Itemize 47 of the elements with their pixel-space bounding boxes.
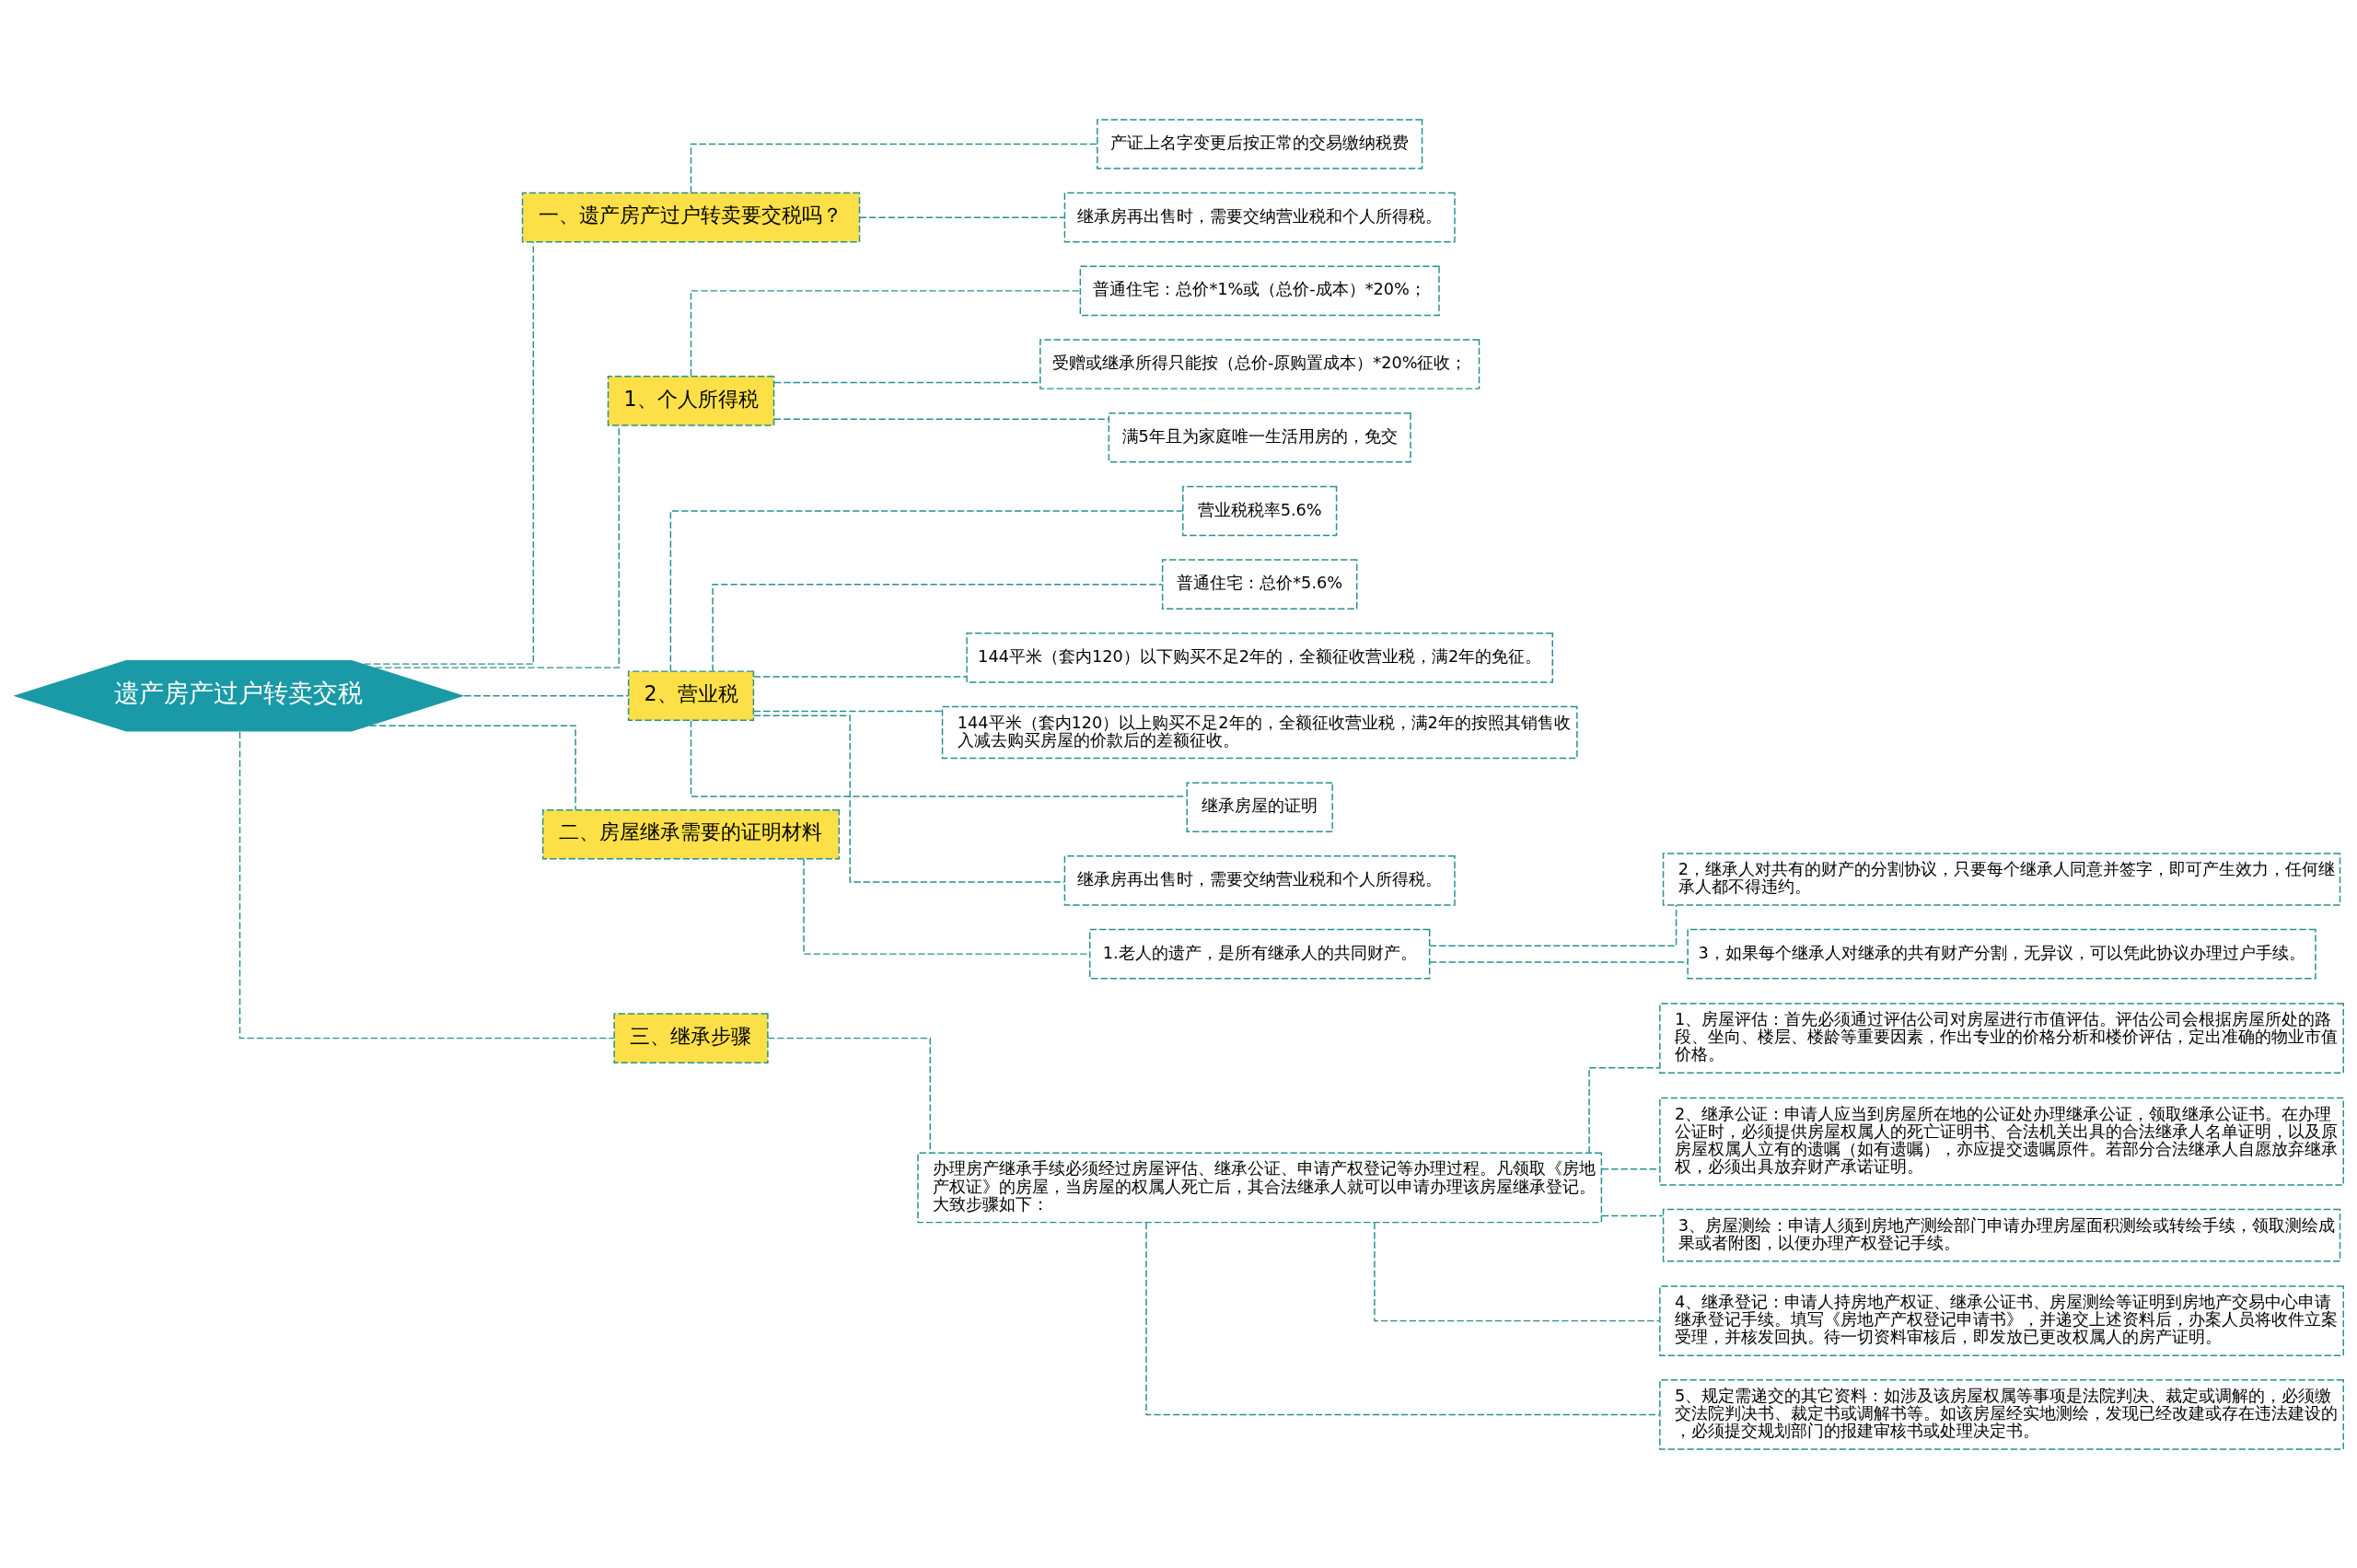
node-box: 144平米（套内120）以上购买不足2年的，全额征收营业税，满2年的按照其销售收入减去购买房屋的价款后的差额征收。 (941, 705, 1578, 759)
connector (463, 694, 630, 696)
node-box: 继承房再出售时，需要交纳营业税和个人所得税。 (1063, 192, 1456, 242)
connector (363, 240, 535, 665)
connector (1588, 1066, 1661, 1154)
connector (859, 215, 1065, 218)
connector (1374, 1221, 1661, 1321)
node-box: 产证上名字变更后按正常的交易缴纳税费 (1097, 118, 1423, 169)
connector (753, 675, 968, 678)
node-box: 三、继承步骤 (613, 1012, 769, 1063)
node-box: 5、规定需递交的其它资料：如涉及该房屋权属等事项是法院判决、裁定或调解的，必须缴交法院判决书、裁定书或调解书等。如该房屋经实地测绘，发现已经改建或存在违法建设的，必须提交规划部门的报建审核书或处理决定书。 (1659, 1378, 2344, 1450)
node-box: 2，继承人对共有的财产的分割协议，只要每个继承人同意并签字，即可产生效力，任何继承人都不得违约。 (1662, 852, 2341, 906)
connector (1429, 960, 1689, 963)
node-box: 1、个人所得税 (607, 375, 775, 426)
node-box: 营业税税率5.6% (1182, 485, 1338, 536)
node-box: 二、房屋继承需要的证明材料 (541, 808, 841, 860)
node-box: 受赠或继承所得只能按（总价-原购置成本）*20%征收； (1039, 338, 1480, 389)
node-box: 继承房再出售时，需要交纳营业税和个人所得税。 (1063, 854, 1456, 906)
node-box: 普通住宅：总价*5.6% (1161, 558, 1358, 610)
node-box: 2、继承公证：申请人应当到房屋所在地的公证处办理继承公证，领取继承公证书。在办理公证时，必须提供房屋权属人的死亡证明书、合法机关出具的合法继承人名单证明，以及原房屋权属人立有的遗嘱（如有遗嘱），亦应提交遗嘱原件。若部分合法继承人自愿放弃继承权，必须出具放弃财产承诺证明。 (1659, 1097, 2344, 1186)
node-box: 4、继承登记：申请人持房地产权证、继承公证书、房屋测绘等证明到房地产交易中心申请继承登记手续。填写《房地产产权登记申请书》，并递交上述资料后，办案人员将收件立案受理，并核发回执。待一切资料审核后，即发放已更改权属人的房产证明。 (1659, 1284, 2344, 1356)
node-box: 3、房屋测绘：申请人须到房地产测绘部门申请办理房屋面积测绘或转绘手续，领取测绘成果或者附图，以便办理产权登记手续。 (1662, 1208, 2341, 1261)
connector (753, 714, 1065, 883)
connector (369, 725, 576, 810)
connector (669, 509, 1184, 672)
node-box: 2、营业税 (627, 669, 755, 721)
node-box: 一、遗产房产过户转卖要交税吗？ (521, 192, 861, 242)
connector (690, 719, 1188, 797)
connector (767, 1037, 931, 1154)
connector (773, 418, 1109, 420)
node-box: 144平米（套内120）以下购买不足2年的，全额征收营业税，满2年的免征。 (966, 632, 1553, 683)
connector (690, 289, 1081, 377)
connector (375, 424, 621, 668)
node-box: 办理房产继承手续必须经过房屋评估、继承公证、申请产权登记等办理过程。凡领取《房地产权证》的房屋，当房屋的权属人死亡后，其合法继承人就可以申请办理该房屋继承登记。大致步骤如下： (917, 1152, 1603, 1223)
node-box: 1.老人的遗产，是所有继承人的共同财产。 (1088, 928, 1431, 979)
connector (1429, 903, 1678, 947)
node-box: 3，如果每个继承人对继承的共有财产分割，无异议，可以凭此协议办理过户手续。 (1687, 928, 2316, 979)
connector (712, 583, 1163, 672)
connector (1145, 1221, 1661, 1415)
node-box: 继承房屋的证明 (1186, 781, 1333, 832)
node-box: 1、房屋评估：首先必须通过评估公司对房屋进行市值评估。评估公司会根据房屋所处的路段、坐向、楼层、楼龄等重要因素，作出专业的价格分析和楼价评估，定出准确的物业市值价格。 (1659, 1002, 2344, 1074)
connector (238, 730, 615, 1039)
connector (1601, 1214, 1664, 1216)
node-box: 普通住宅：总价*1%或（总价-成本）*20%； (1079, 265, 1440, 316)
connector (690, 143, 1098, 193)
node-box: 满5年且为家庭唯一生活用房的，免交 (1108, 412, 1411, 463)
connector (753, 710, 944, 712)
